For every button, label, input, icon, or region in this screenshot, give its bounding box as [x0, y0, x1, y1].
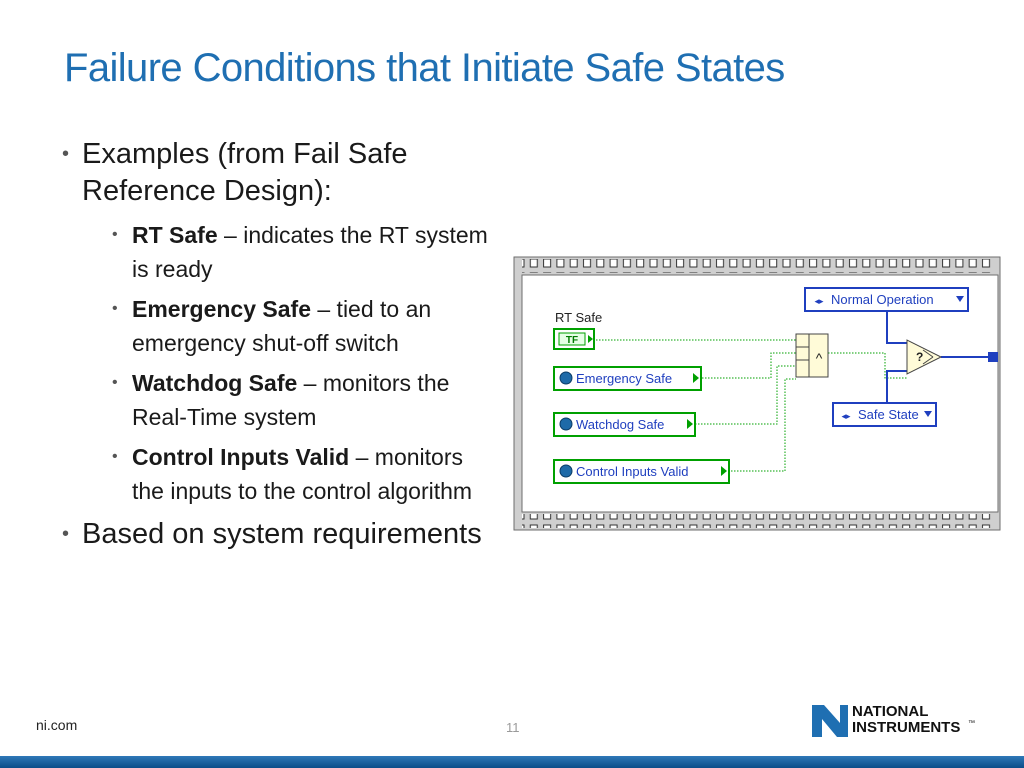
emergency-safe-label: Emergency Safe: [576, 371, 672, 386]
select-symbol: ?: [916, 350, 923, 364]
boolean-wires: [596, 339, 907, 472]
sub-bullet-item: Watchdog Safe – monitors the Real-Time s…: [112, 366, 500, 434]
slide-title: Failure Conditions that Initiate Safe St…: [64, 46, 785, 90]
watchdog-safe-terminal[interactable]: Watchdog Safe: [553, 412, 696, 437]
watchdog-safe-label: Watchdog Safe: [576, 417, 664, 432]
safe-state-label: Safe State: [858, 407, 919, 422]
trademark-symbol: ™: [968, 720, 975, 727]
logo-line-national: NATIONAL: [852, 703, 928, 720]
compound-and-function: ^: [795, 333, 829, 378]
sub-bullet-item: Control Inputs Valid – monitors the inpu…: [112, 440, 500, 508]
bullet-list: Examples (from Fail Safe Reference Desig…: [60, 136, 500, 559]
rt-safe-label: RT Safe: [555, 310, 602, 325]
arrows-icon: ◂▸: [841, 411, 851, 421]
ni-eagle-icon: [812, 705, 848, 737]
control-inputs-valid-terminal[interactable]: Control Inputs Valid: [553, 459, 730, 484]
safe-state-constant[interactable]: ◂▸ Safe State: [832, 402, 937, 427]
and-symbol: ^: [816, 350, 823, 366]
normal-operation-label: Normal Operation: [831, 292, 934, 307]
sub-bullet-term: Watchdog Safe: [132, 370, 298, 396]
labview-block-diagram: RT Safe TF Emergency Safe Watchdog Safe …: [513, 256, 1001, 531]
sub-bullet-desc: – monitors the Real-Time system: [132, 370, 450, 430]
sub-bullet-desc: – indicates the RT system is ready: [132, 222, 488, 282]
shift-register-tunnel: [988, 352, 998, 362]
globe-icon: [559, 464, 573, 478]
normal-operation-constant[interactable]: ◂▸ Normal Operation: [804, 287, 969, 312]
select-function: ?: [906, 339, 943, 375]
logo-line-instruments: INSTRUMENTS: [852, 719, 960, 736]
bullet-item: Based on system requirements: [60, 516, 500, 553]
sub-bullet-item: Emergency Safe – tied to an emergency sh…: [112, 292, 500, 360]
dropdown-arrow-icon: [956, 296, 964, 302]
sub-bullet-desc: – tied to an emergency shut-off switch: [132, 296, 432, 356]
dropdown-arrow-icon: [924, 411, 932, 417]
national-instruments-logo: NATIONAL INSTRUMENTS ™: [812, 703, 975, 737]
footer-url: ni.com: [36, 717, 78, 733]
globe-icon: [559, 417, 573, 431]
globe-icon: [559, 371, 573, 385]
sub-bullet-term: RT Safe: [132, 222, 218, 248]
sub-bullet-list: RT Safe – indicates the RT system is rea…: [60, 218, 500, 508]
bullet-item: Examples (from Fail Safe Reference Desig…: [60, 136, 500, 210]
boolean-tf-label: TF: [566, 335, 578, 346]
arrows-icon: ◂▸: [814, 296, 824, 306]
control-inputs-valid-label: Control Inputs Valid: [576, 464, 689, 479]
page-number: 11: [506, 720, 520, 735]
footer-bar: [0, 756, 1024, 768]
emergency-safe-terminal[interactable]: Emergency Safe: [553, 366, 702, 391]
sub-bullet-term: Emergency Safe: [132, 296, 311, 322]
sub-bullet-desc: – monitors the inputs to the control alg…: [132, 444, 473, 504]
sub-bullet-term: Control Inputs Valid: [132, 444, 350, 470]
sub-bullet-item: RT Safe – indicates the RT system is rea…: [112, 218, 500, 286]
rt-safe-terminal: RT Safe TF: [553, 310, 602, 350]
enum-wires: [886, 311, 992, 403]
